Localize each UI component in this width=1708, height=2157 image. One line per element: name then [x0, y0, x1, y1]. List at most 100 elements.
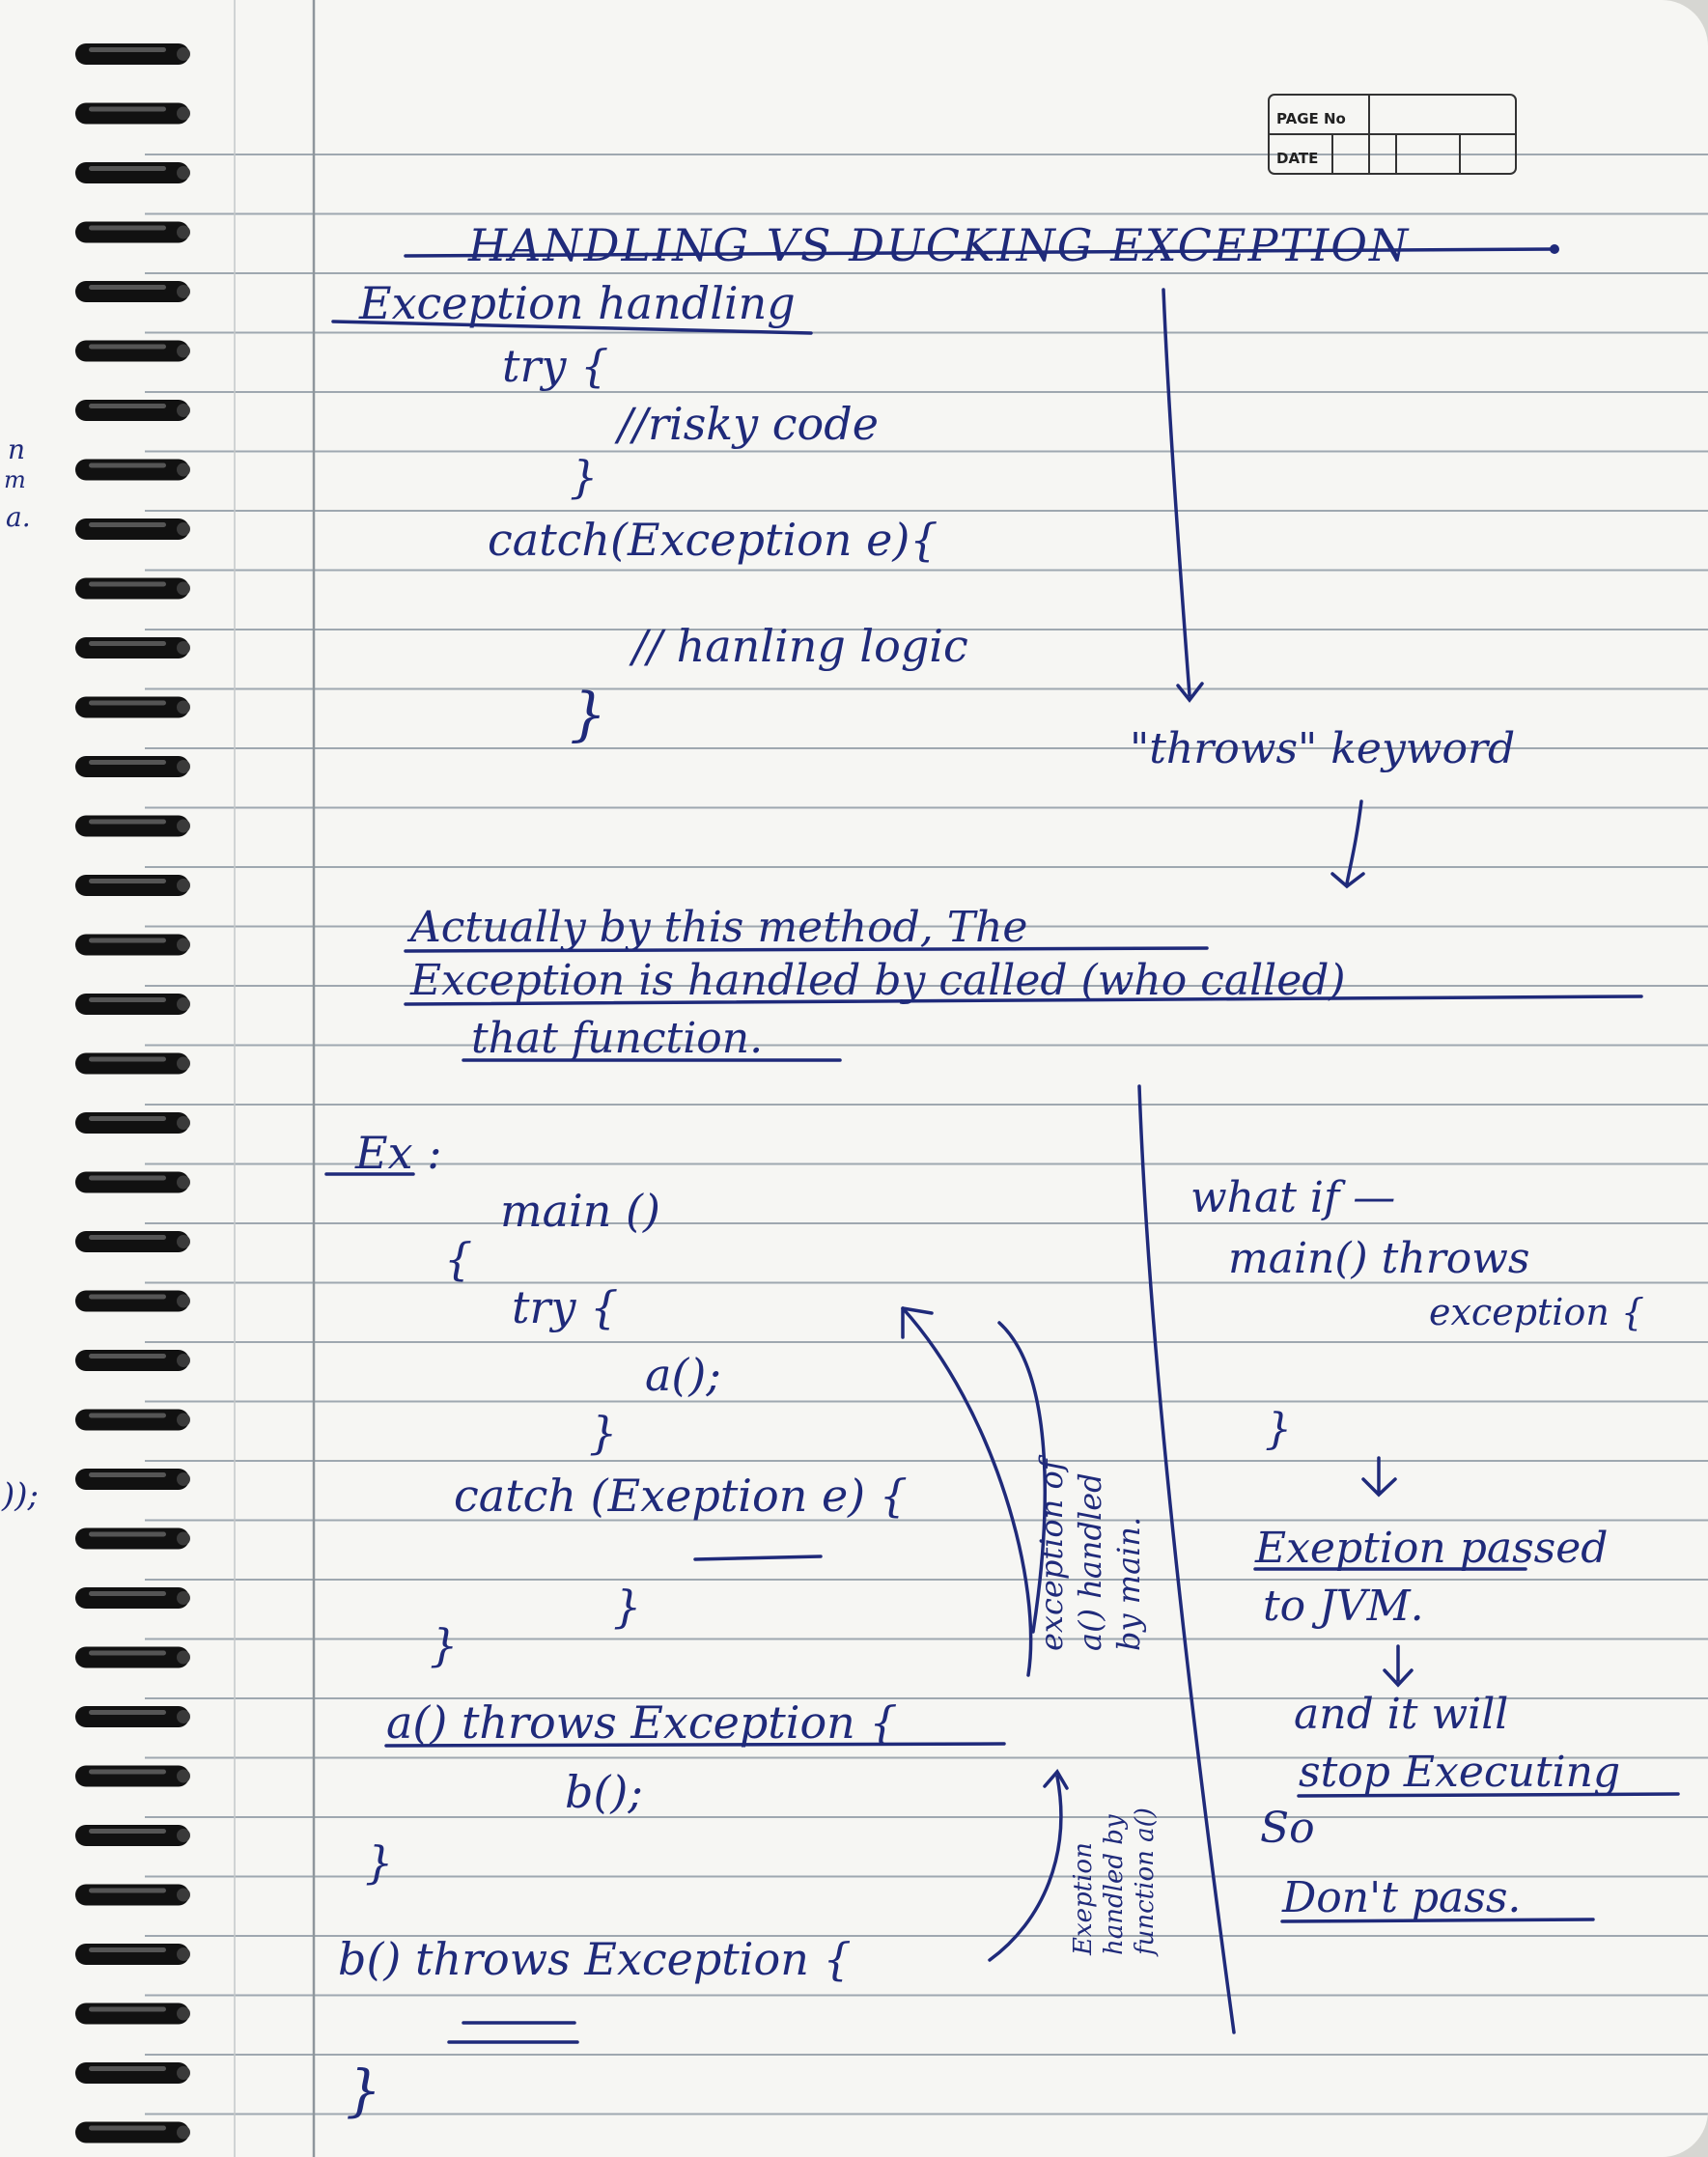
- divider-arrow: [1162, 288, 1191, 697]
- side-note: to JVM.: [1263, 1582, 1424, 1631]
- annotation-bracket: [997, 1321, 1047, 1634]
- spiral-coil: [75, 1231, 190, 1252]
- spiral-coil: [75, 221, 190, 243]
- side-underline: [1280, 1918, 1595, 1923]
- code-line: a() throws Exception {: [386, 1696, 898, 1749]
- side-note: So: [1260, 1804, 1315, 1853]
- page-date-box: PAGE No DATE: [1268, 94, 1517, 175]
- annotation-line: exception of: [1033, 1454, 1070, 1651]
- spiral-coil: [75, 1409, 190, 1431]
- code-line: a();: [645, 1349, 721, 1401]
- side-note: }: [1265, 1405, 1292, 1454]
- page-no-label: PAGE No: [1276, 110, 1346, 127]
- code-line: //risky code: [614, 398, 879, 450]
- code-line: b();: [565, 1766, 643, 1818]
- spiral-coil: [75, 400, 190, 421]
- spiral-coil: [75, 994, 190, 1015]
- spiral-coil: [75, 281, 190, 302]
- code-line: catch (Exeption e) {: [454, 1470, 908, 1522]
- annotation-line: Exeption: [1069, 1842, 1098, 1956]
- date-label: DATE: [1276, 150, 1318, 167]
- keyword-arrow: [1345, 799, 1363, 885]
- example-label: Ex :: [354, 1127, 442, 1179]
- code-line: {: [444, 1233, 472, 1285]
- spiral-coil: [75, 1290, 190, 1312]
- spiral-coil: [75, 1587, 190, 1609]
- spiral-coil: [75, 2062, 190, 2084]
- code-line: }: [613, 1581, 641, 1633]
- spiral-coil: [75, 43, 190, 65]
- code-line: }: [365, 1836, 393, 1889]
- explanation-line: Actually by this method, The: [406, 903, 1027, 952]
- annotation-b-handled-by-a: Exeption handled by function a(): [1069, 1807, 1160, 1957]
- spiral-coil: [75, 934, 190, 956]
- spiral-coil: [75, 102, 190, 125]
- annotation-line: a() handled: [1072, 1472, 1108, 1651]
- margin-fragment: n: [8, 434, 25, 465]
- spiral-coil: [75, 756, 190, 777]
- side-arrow: [1383, 1644, 1414, 1688]
- spiral-coil: [75, 1350, 190, 1371]
- spiral-coil: [75, 1171, 190, 1193]
- annotation-a-handled-by-main: exception of a() handled by main.: [1033, 1454, 1147, 1651]
- spiral-coil: [75, 1112, 190, 1134]
- code-line: }: [430, 1619, 458, 1671]
- side-note: exception {: [1429, 1291, 1644, 1333]
- b-to-a-arrow: [988, 1775, 1063, 1962]
- spiral-coil: [75, 1884, 190, 1906]
- spiral-coil: [75, 1469, 190, 1490]
- margin-fragment: a.: [6, 501, 31, 533]
- code-line: }: [570, 681, 606, 748]
- spiral-coil: [75, 1944, 190, 1965]
- explanation-line: that function.: [471, 1014, 763, 1063]
- side-arrow: [1361, 1456, 1397, 1498]
- margin-fragment: ));: [1, 1476, 39, 1515]
- throws-keyword: "throws" keyword: [1130, 724, 1515, 773]
- annotation-line: handled by: [1100, 1814, 1129, 1955]
- code-line: }: [346, 2058, 381, 2123]
- spiral-coil: [75, 1646, 190, 1668]
- title-dot: [1550, 244, 1559, 254]
- margin-fragment: m: [4, 466, 26, 493]
- right-divider: [1137, 1084, 1236, 2034]
- code-line: }: [589, 1407, 617, 1459]
- b-to-a-arrowhead: [1043, 1769, 1069, 1790]
- divider-arrowhead: [1176, 682, 1204, 703]
- spiral-coil: [75, 1052, 190, 1075]
- side-note: and it will: [1294, 1690, 1508, 1739]
- spiral-coil: [75, 518, 190, 540]
- explanation-underline: [404, 994, 1643, 1006]
- spiral-coil: [75, 1825, 190, 1846]
- annotation-line: by main.: [1110, 1517, 1147, 1651]
- spiral-coil: [75, 2003, 190, 2025]
- keyword-arrowhead: [1330, 872, 1365, 889]
- title-underline: [404, 247, 1556, 258]
- spiral-coil: [75, 1706, 190, 1727]
- section-heading: Exception handling: [358, 277, 796, 329]
- spiral-coil: [75, 1765, 190, 1787]
- spiral-binding: [75, 43, 190, 2143]
- a-to-main-arrow: [901, 1306, 1033, 1677]
- annotation-line: function a(): [1131, 1807, 1160, 1957]
- side-note: what if —: [1190, 1173, 1395, 1222]
- spiral-coil: [75, 1527, 190, 1550]
- code-underline: [384, 1742, 1006, 1748]
- explanation-line: Exception is handled by called (who call…: [409, 956, 1346, 1005]
- spiral-coil: [75, 696, 190, 718]
- side-note: stop Executing: [1299, 1748, 1620, 1797]
- spiral-coil: [75, 2121, 190, 2143]
- code-line: try {: [512, 1281, 618, 1333]
- spiral-coil: [75, 459, 190, 481]
- side-note: main() throws: [1228, 1234, 1529, 1283]
- code-line: catch(Exception e){: [488, 514, 938, 566]
- code-line: try {: [502, 340, 608, 392]
- side-note: Exeption passed: [1254, 1524, 1608, 1573]
- code-line: // hanling logic: [629, 620, 968, 672]
- heading-underline: [331, 320, 813, 335]
- a-to-main-arrowhead: [901, 1306, 934, 1339]
- side-note: Don't pass.: [1281, 1873, 1521, 1922]
- code-line: b() throws Exception {: [338, 1933, 852, 1985]
- side-underline: [1297, 1792, 1680, 1798]
